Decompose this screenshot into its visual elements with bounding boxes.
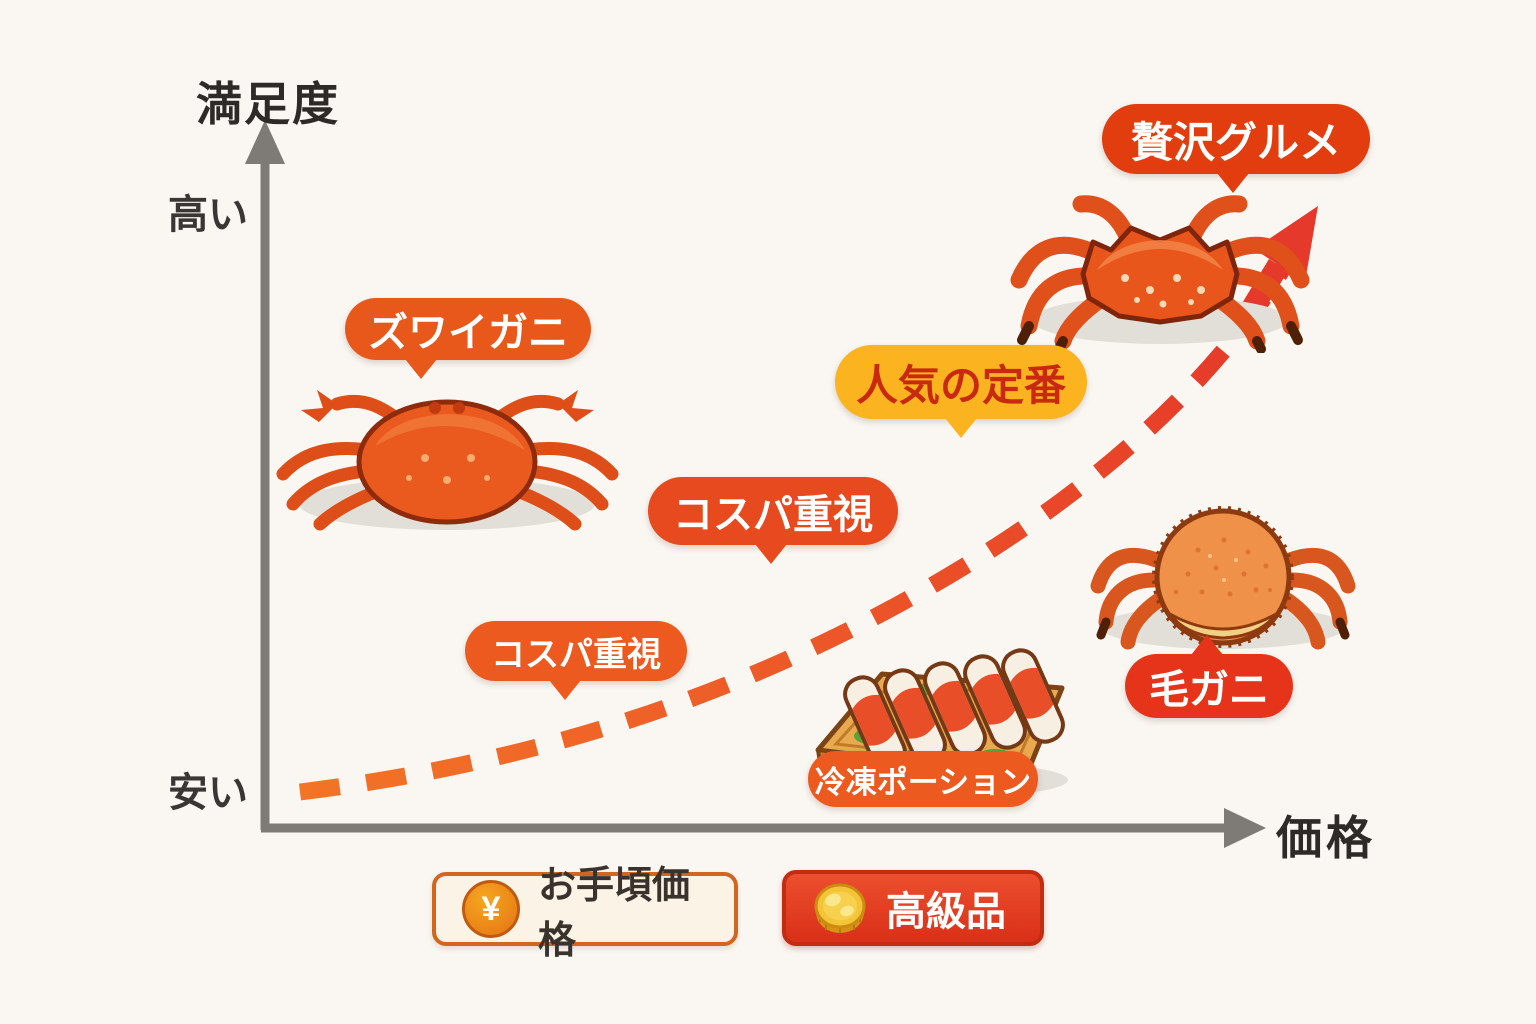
- bubble-zuwaigani: ズワイガニ: [345, 298, 591, 360]
- trend-curve: [298, 238, 1306, 801]
- y-axis-title: 満足度: [196, 78, 340, 130]
- bubble-kosupa-main-label: コスパ重視: [673, 493, 873, 537]
- x-axis-title: 価格: [1276, 812, 1376, 864]
- bubble-ninki-no-teiban: 人気の定番: [835, 345, 1087, 419]
- bubble-kosupa-main: コスパ重視: [648, 477, 898, 545]
- y-tick-low: 安い: [168, 771, 248, 815]
- legend-luxury-label: 高級品: [886, 890, 1006, 934]
- legend-affordable-chip: ¥ お手頃価格: [432, 865, 738, 962]
- bubble-ninki-no-teiban-label: 人気の定番: [855, 361, 1066, 409]
- crab-stick-group: [843, 648, 1065, 771]
- legend-luxury-chip: 高級品: [782, 870, 1044, 946]
- x-axis: [261, 808, 1266, 848]
- snow-crab-illustration: [276, 390, 619, 531]
- bubble-zeitaku-gourmet: 贅沢グルメ: [1102, 104, 1370, 174]
- bubble-kegani-label: 毛ガニ: [1149, 668, 1269, 712]
- hairy-crab-illustration: [1090, 506, 1356, 650]
- x-axis-arrow-icon: [1224, 808, 1266, 848]
- bubble-reitou-portion-label: 冷凍ポーション: [814, 764, 1032, 800]
- bubble-reitou-portion: 冷凍ポーション: [808, 751, 1038, 807]
- y-axis: [245, 120, 285, 830]
- y-tick-high: 高い: [168, 193, 248, 237]
- yen-coin-icon: ¥: [462, 880, 520, 938]
- gold-coin-icon: [814, 883, 866, 933]
- bubble-zeitaku-gourmet-label: 贅沢グルメ: [1130, 118, 1341, 166]
- legend-affordable-label: お手頃価格: [538, 865, 691, 962]
- king-crab-illustration: [1010, 195, 1310, 353]
- bubble-kegani: 毛ガニ: [1125, 654, 1293, 718]
- bubble-kosupa-small: コスパ重視: [465, 621, 687, 681]
- bubble-zuwaigani-label: ズワイガニ: [368, 311, 568, 355]
- bubble-kosupa-small-label: コスパ重視: [491, 635, 661, 674]
- y-axis-arrow-icon: [245, 120, 285, 164]
